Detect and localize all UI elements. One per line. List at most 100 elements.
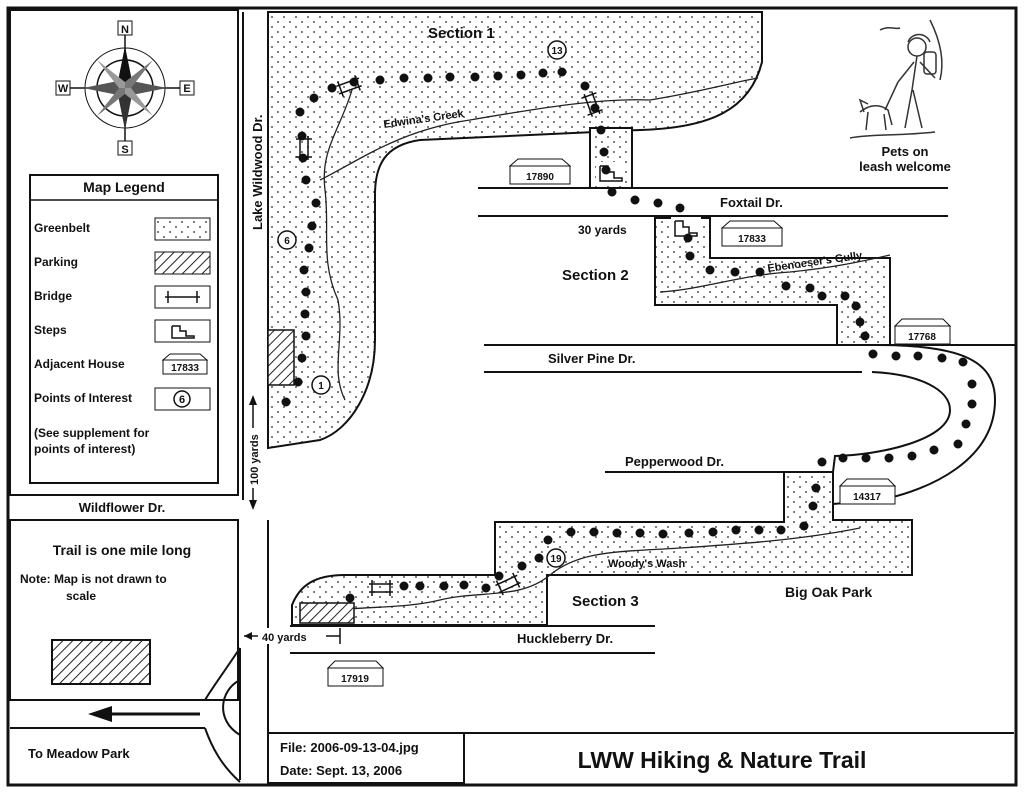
house-17833: 17833 <box>720 220 784 247</box>
parking-huckleberry <box>299 602 355 624</box>
legend-label-bridge: Bridge <box>34 289 72 303</box>
trail-dot <box>840 291 850 301</box>
creek-woody-label: Woody's Wash <box>608 558 685 570</box>
trail-dot <box>590 103 600 113</box>
trail-dot <box>399 73 409 83</box>
trail-dot <box>658 529 668 539</box>
trail-dot <box>855 317 865 327</box>
trail-dot <box>557 67 567 77</box>
poi-number: 13 <box>551 46 563 57</box>
trail-dot <box>301 175 311 185</box>
trail-dot <box>653 198 663 208</box>
trail-dot <box>781 281 791 291</box>
arrow-left-icon <box>88 706 200 722</box>
trail-dot <box>589 527 599 537</box>
trail-dot <box>445 72 455 82</box>
trail-dot <box>953 439 963 449</box>
trail-length: Trail is one mile long <box>53 542 191 558</box>
trail-dot <box>860 331 870 341</box>
legend-steps-icon <box>154 319 211 343</box>
trail-dot <box>301 331 311 341</box>
trail-dot <box>295 107 305 117</box>
street-huckleberry: Huckleberry Dr. <box>517 631 613 646</box>
poi-number: 19 <box>550 554 562 565</box>
legend-label-poi: Points of Interest <box>34 391 132 405</box>
legend-house-number: 17833 <box>171 363 199 374</box>
trail-dot <box>297 131 307 141</box>
legend-bridge-icon <box>154 285 211 309</box>
compass-s: S <box>121 144 128 156</box>
trail-dot <box>309 93 319 103</box>
house-number: 17768 <box>908 332 936 343</box>
street-pepperwood: Pepperwood Dr. <box>625 454 724 469</box>
trail-dot <box>817 291 827 301</box>
distance-100-yards: 100 yards <box>249 434 261 485</box>
distance-30-yards: 30 yards <box>578 223 627 237</box>
parking-lake-wildwood <box>267 329 295 386</box>
poi-6: 6 <box>277 230 297 250</box>
poi-13: 13 <box>547 40 567 60</box>
distance-100-yards-marker: 100 yards <box>246 395 261 510</box>
trail-dot <box>961 419 971 429</box>
trail-dot <box>599 147 609 157</box>
house-17919: 17919 <box>326 660 385 687</box>
trail-dot <box>913 351 923 361</box>
trail-dot <box>907 451 917 461</box>
trail-dot <box>481 583 491 593</box>
street-wildflower: Wildflower Dr. <box>79 500 166 515</box>
trail-dot <box>596 125 606 135</box>
trail-dot <box>776 525 786 535</box>
trail-dot <box>868 349 878 359</box>
legend-label-greenbelt: Greenbelt <box>34 221 90 235</box>
trail-dot <box>494 571 504 581</box>
trail-dot <box>543 535 553 545</box>
trail-dot <box>851 301 861 311</box>
trail-dot <box>967 379 977 389</box>
trail-dot <box>685 251 695 261</box>
trail-dot <box>635 528 645 538</box>
street-foxtail: Foxtail Dr. <box>720 195 783 210</box>
trail-dot <box>293 377 303 387</box>
map-title: LWW Hiking & Nature Trail <box>578 747 867 773</box>
trail-dot <box>601 165 611 175</box>
section-2-label: Section 2 <box>562 267 629 284</box>
trail-dot <box>470 72 480 82</box>
creek-lines <box>299 77 891 616</box>
map-legend: Map Legend Greenbelt Parking Bridge Step… <box>29 174 219 484</box>
trail-dot <box>566 527 576 537</box>
trail-dot <box>799 521 809 531</box>
trail-dot <box>731 525 741 535</box>
meadow-park-label: To Meadow Park <box>28 746 130 761</box>
section-3-label: Section 3 <box>572 593 639 610</box>
legend-parking-swatch <box>154 251 211 275</box>
trail-dot <box>538 68 548 78</box>
trail-dot <box>967 399 977 409</box>
trail-dot <box>304 243 314 253</box>
trail-dot <box>281 397 291 407</box>
greenbelt-section-1 <box>267 11 763 450</box>
trail-dot <box>684 528 694 538</box>
trail-dot <box>929 445 939 455</box>
trail-dot <box>423 73 433 83</box>
legend-note-line1: (See supplement for <box>34 426 150 440</box>
trail-dot <box>493 71 503 81</box>
parking-meadow <box>51 639 151 685</box>
trail-dot <box>705 265 715 275</box>
trail-dot <box>630 195 640 205</box>
compass-n: N <box>121 24 129 36</box>
trail-dot <box>580 81 590 91</box>
info-panel <box>9 519 239 701</box>
trail-dot <box>884 453 894 463</box>
distance-40-yards-marker: 40 yards <box>244 628 341 644</box>
trail-dot <box>349 77 359 87</box>
legend-poi-icon: 6 <box>154 387 211 411</box>
house-number: 14317 <box>853 492 881 503</box>
distance-40-yards: 40 yards <box>262 632 307 644</box>
legend-panel <box>9 9 239 496</box>
trail-dot <box>534 553 544 563</box>
poi-number: 6 <box>284 236 290 247</box>
trail-dot <box>808 501 818 511</box>
trail-dot <box>300 309 310 319</box>
trail-dot <box>683 233 693 243</box>
